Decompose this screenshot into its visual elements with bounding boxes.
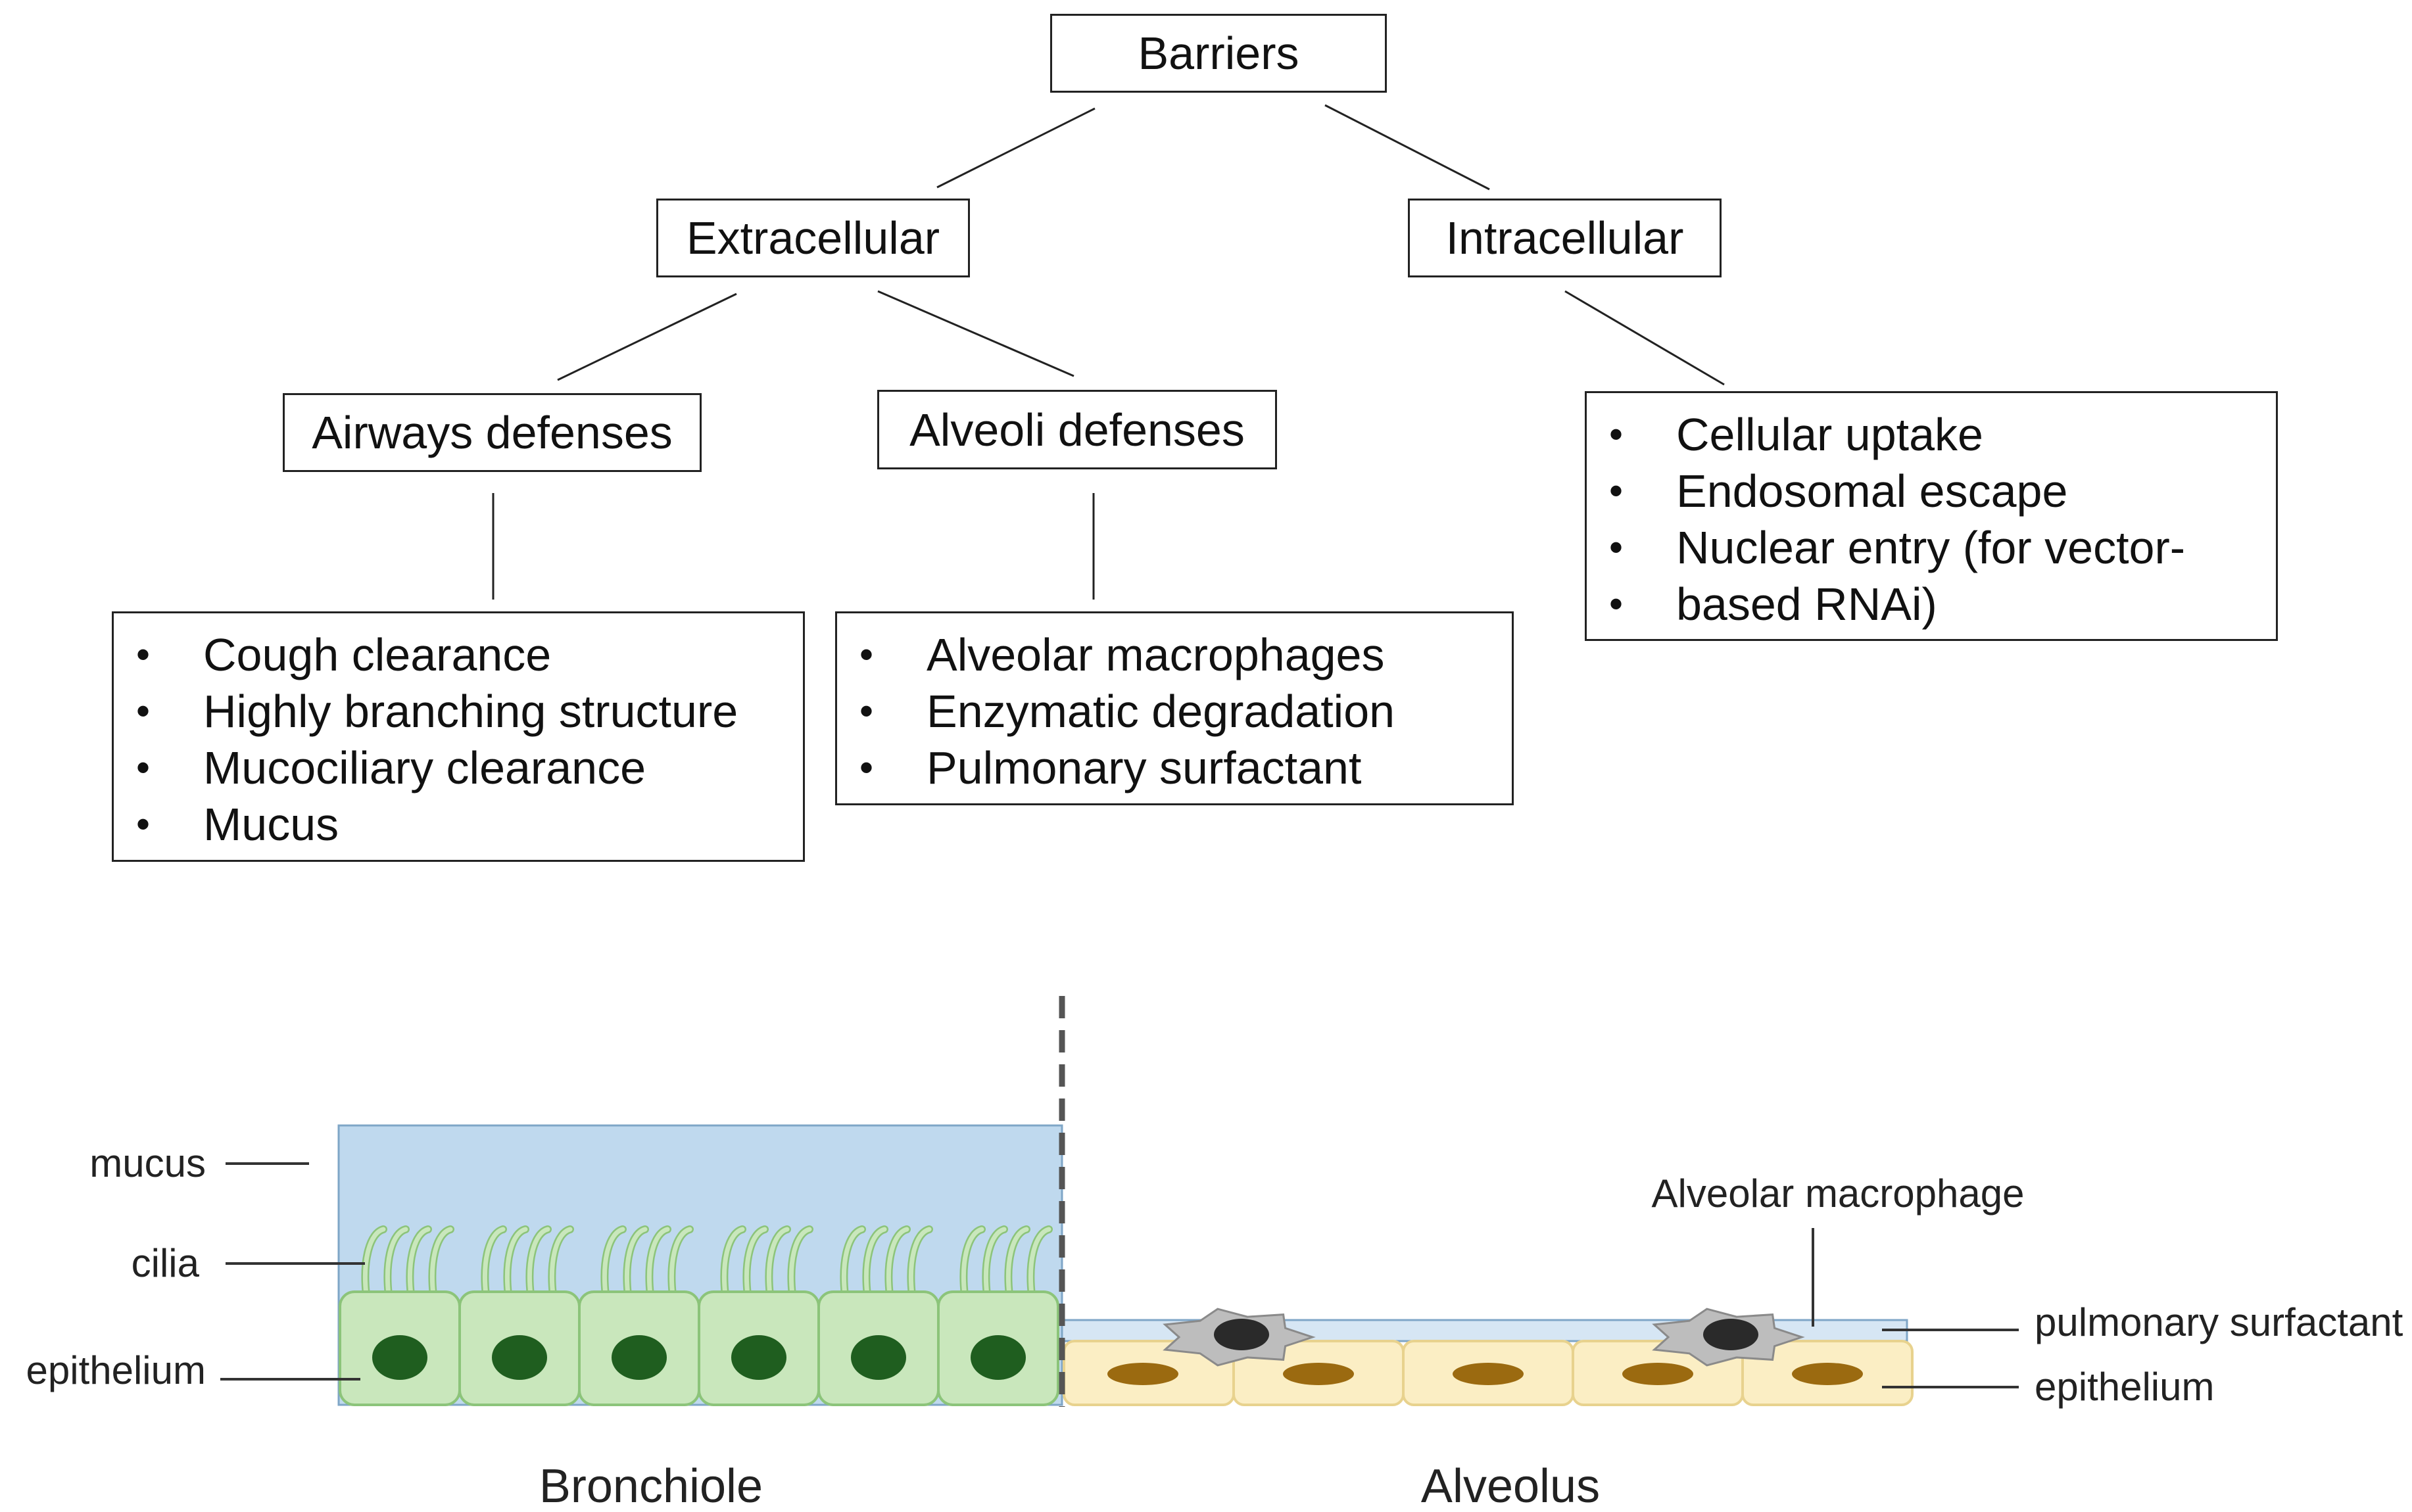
connector-root-intracellular (1324, 104, 1490, 191)
connector-intracellular-list (1564, 290, 1725, 386)
alveolar-epithelium (1063, 1340, 1914, 1406)
surfactant-label: pulmonary surfactant (2035, 1300, 2403, 1344)
bronchiole-nucleus (731, 1335, 786, 1380)
alveolar-epithelium-label: epithelium (2035, 1365, 2215, 1409)
cilium-fill (646, 1227, 670, 1298)
cilium-fill (669, 1227, 692, 1298)
bronchiole-nucleus (612, 1335, 667, 1380)
list-item: Mucus (114, 796, 803, 853)
cilium-fill (961, 1227, 984, 1298)
airways-defenses-node: Airways defenses (283, 393, 702, 472)
bronchiole-epithelium-label: epithelium (26, 1348, 206, 1392)
barriers-node: Barriers (1050, 14, 1387, 93)
cilium-fill (721, 1227, 745, 1298)
cilium-fill (886, 1227, 909, 1298)
alveolar-macrophages (1163, 1308, 1805, 1367)
list-item: Mucociliary clearance (114, 740, 803, 796)
macrophage-nucleus (1214, 1319, 1269, 1350)
macrophage-nucleus (1703, 1319, 1758, 1350)
cilium-fill (983, 1227, 1007, 1298)
list-item: Highly branching structure (114, 683, 803, 740)
alveoli-defenses-node: Alveoli defenses (877, 390, 1277, 469)
mucus-label: mucus (89, 1141, 206, 1185)
alveolar-nucleus (1283, 1363, 1354, 1385)
intracellular-node: Intracellular (1408, 199, 1722, 277)
cilium-fill (482, 1227, 506, 1298)
airways-defenses-list: Cough clearance Highly branching structu… (112, 611, 805, 862)
cilium-fill (407, 1227, 431, 1298)
bronchiole-nucleus (492, 1335, 547, 1380)
cilium-fill (429, 1227, 453, 1298)
list-item: Cough clearance (114, 626, 803, 683)
connector-extracellular-airways (557, 293, 737, 381)
list-item-continuation: based RNAi) (1587, 576, 2276, 632)
cilium-fill (624, 1227, 648, 1298)
list-item: Endosomal escape (1587, 463, 2276, 519)
bronchiole-caption: Bronchiole (539, 1460, 763, 1512)
cilium-fill (602, 1227, 625, 1298)
alveolus-caption: Alveolus (1421, 1460, 1600, 1512)
cilium-fill (527, 1227, 550, 1298)
connector-root-extracellular (936, 107, 1096, 189)
list-item: Cellular uptake (1587, 406, 2276, 463)
bronchiole-nucleus (372, 1335, 427, 1380)
cilium-fill (841, 1227, 865, 1298)
airways-defenses-label: Airways defenses (312, 407, 673, 458)
cilia-label: cilia (132, 1241, 200, 1285)
list-item: Alveolar macrophages (837, 626, 1512, 683)
cilium-fill (549, 1227, 573, 1298)
extracellular-node: Extracellular (656, 199, 970, 277)
alveolar-nucleus (1107, 1363, 1178, 1385)
alveolar-nucleus (1453, 1363, 1524, 1385)
alveoli-defenses-label: Alveoli defenses (909, 404, 1245, 456)
connector-extracellular-alveoli (877, 290, 1074, 377)
cilium-fill (1005, 1227, 1029, 1298)
bronchiole-epithelium (339, 1225, 1059, 1406)
barriers-label: Barriers (1138, 28, 1299, 79)
list-item: Nuclear entry (for vector- (1587, 519, 2276, 576)
cilium-fill (362, 1227, 386, 1298)
alveolar-nucleus (1792, 1363, 1863, 1385)
extracellular-label: Extracellular (686, 212, 940, 264)
bronchiole-nucleus (971, 1335, 1026, 1380)
macrophage-label: Alveolar macrophage (1652, 1171, 2025, 1216)
cilium-fill (744, 1227, 767, 1298)
cilium-fill (863, 1227, 887, 1298)
cilium-fill (908, 1227, 932, 1298)
cilium-fill (385, 1227, 408, 1298)
list-item: Enzymatic degradation (837, 683, 1512, 740)
intracellular-list: Cellular uptake Endosomal escape Nuclear… (1585, 391, 2278, 641)
cilium-fill (788, 1227, 812, 1298)
cilium-fill (1028, 1227, 1051, 1298)
tree-connectors (492, 104, 1725, 600)
list-item: Pulmonary surfactant (837, 740, 1512, 796)
bronchiole-nucleus (851, 1335, 906, 1380)
alveolar-nucleus (1622, 1363, 1693, 1385)
cilium-fill (504, 1227, 528, 1298)
cilium-fill (766, 1227, 790, 1298)
alveoli-defenses-list: Alveolar macrophages Enzymatic degradati… (835, 611, 1514, 805)
intracellular-label: Intracellular (1445, 212, 1684, 264)
